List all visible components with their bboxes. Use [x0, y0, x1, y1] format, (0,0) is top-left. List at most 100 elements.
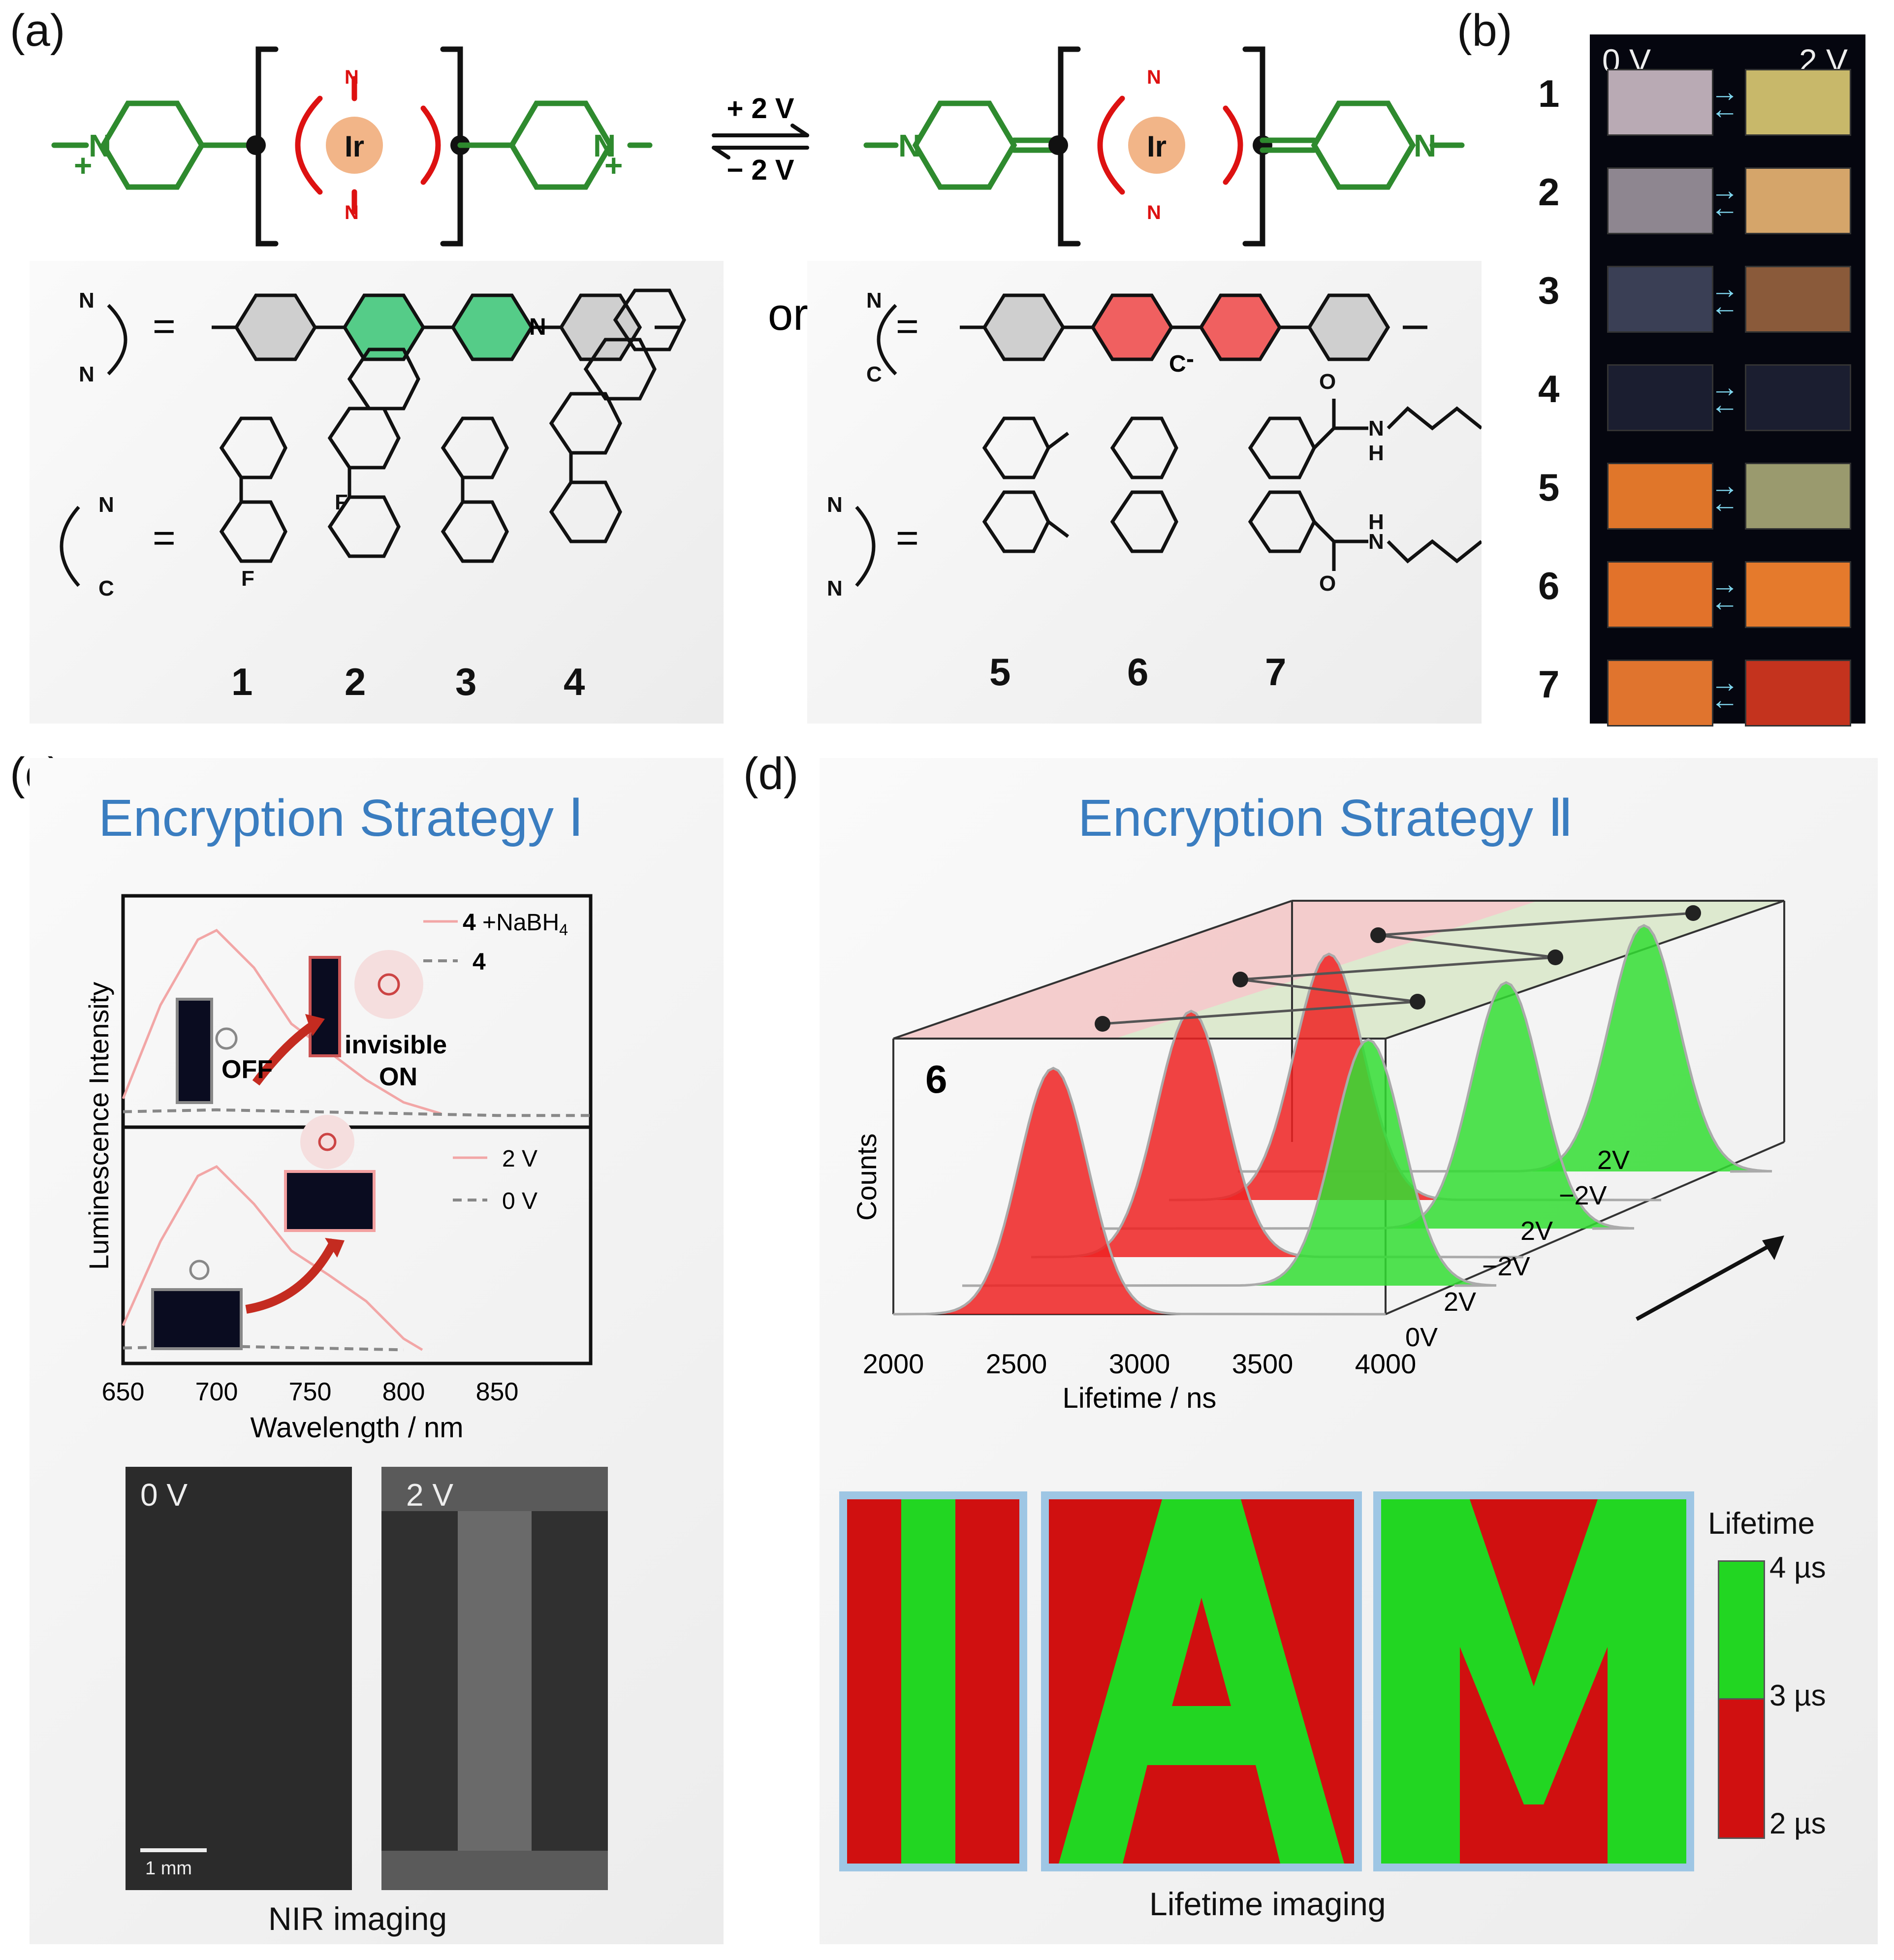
scale-bar: [140, 1848, 207, 1852]
svg-text:N: N: [1368, 416, 1384, 441]
svg-text:Ir: Ir: [1147, 130, 1167, 163]
row-number: 2: [1538, 170, 1560, 214]
svg-text:=: =: [153, 516, 176, 560]
svg-text:Luminescence Intensity: Luminescence Intensity: [83, 982, 114, 1270]
colorbar-tick-3: 3 µs: [1769, 1679, 1826, 1712]
ir-core-left: [295, 76, 441, 215]
colorbar-green: [1718, 1560, 1765, 1701]
svg-text:N: N: [593, 128, 616, 163]
svg-text:− 2 V: − 2 V: [726, 154, 794, 186]
state-point: [1095, 1016, 1110, 1032]
svg-text:invisible: invisible: [345, 1031, 447, 1059]
compound-7-label: 7: [1265, 650, 1287, 694]
svg-text:0 V: 0 V: [502, 1188, 537, 1214]
compound-1-label: 1: [231, 660, 253, 703]
depth-label: 2V: [1520, 1216, 1553, 1246]
svg-text:=: =: [896, 304, 919, 348]
state-path: [1102, 912, 1694, 1025]
right-pyridinylidene: [1260, 100, 1465, 190]
curve-4 +NaBH4: [122, 928, 442, 1115]
compound-2-label: 2: [345, 660, 366, 703]
lifetime-caption: Lifetime imaging: [1149, 1886, 1386, 1922]
x-tick-label: 3500: [1232, 1348, 1294, 1379]
svg-text:N: N: [1147, 66, 1161, 88]
panel-a-ligand-structures: N N N C N C N N F F N N O O H H N C - = …: [60, 288, 1482, 601]
x-tick-label: 3000: [1109, 1348, 1170, 1379]
svg-text:H: H: [1368, 510, 1384, 534]
svg-text:N: N: [529, 314, 546, 340]
svg-text:Lifetime / ns: Lifetime / ns: [1063, 1382, 1217, 1414]
lifetime-image-I: [839, 1491, 1027, 1871]
nir-caption: NIR imaging: [268, 1900, 447, 1937]
film-left: [1607, 561, 1713, 628]
film-right: [1745, 364, 1851, 431]
depth-label: −2V: [1559, 1181, 1607, 1210]
svg-text:4 +NaBH4: 4 +NaBH4: [463, 910, 568, 939]
svg-text:ON: ON: [379, 1063, 417, 1091]
svg-text:-: -: [1186, 346, 1194, 372]
ir-core-right: [1097, 95, 1243, 195]
svg-text:Wavelength / nm: Wavelength / nm: [250, 1412, 463, 1444]
film-right: [1745, 266, 1851, 333]
panel-d-label: (d): [743, 749, 799, 799]
svg-text:C: C: [1169, 351, 1186, 377]
x-tick-label: 2000: [863, 1348, 924, 1379]
svg-text:OFF: OFF: [221, 1055, 273, 1084]
svg-text:6: 6: [925, 1057, 947, 1101]
switch-arrows-icon: →←: [1710, 76, 1739, 125]
svg-text:F: F: [335, 490, 348, 514]
svg-text:N: N: [345, 66, 359, 88]
svg-text:N: N: [866, 288, 882, 313]
svg-text:2 V: 2 V: [502, 1146, 537, 1172]
state-point: [1685, 905, 1701, 921]
svg-text:Counts: Counts: [851, 1134, 882, 1221]
film-left: [1607, 660, 1713, 727]
x-tick-label: 850: [476, 1378, 519, 1406]
switch-arrows-icon: →←: [1710, 666, 1739, 716]
right-pyridinium-1: [457, 100, 653, 190]
colorbar-tick-4: 4 µs: [1769, 1551, 1826, 1584]
svg-text:N: N: [1368, 530, 1384, 554]
svg-text:O: O: [1319, 370, 1336, 394]
svg-text:N: N: [98, 493, 114, 517]
compound-4-label: 4: [564, 660, 585, 703]
row-number: 7: [1538, 663, 1560, 706]
x-tick-label: 750: [289, 1378, 332, 1406]
svg-text:N: N: [898, 128, 921, 163]
film-right: [1745, 561, 1851, 628]
row-number: 3: [1538, 269, 1560, 312]
compound-6-label: 6: [1127, 650, 1149, 694]
lifetime-image-M: [1373, 1491, 1694, 1871]
svg-text:N: N: [79, 362, 95, 386]
state-point: [1410, 994, 1425, 1010]
row-number: 4: [1538, 367, 1560, 411]
svg-text:+ 2 V: + 2 V: [726, 93, 794, 125]
x-tick-label: 700: [195, 1378, 238, 1406]
film-left: [1607, 463, 1713, 530]
film-left: [1607, 167, 1713, 234]
svg-text:=: =: [896, 516, 919, 560]
svg-text:N: N: [1147, 202, 1161, 223]
svg-text:N: N: [827, 493, 843, 517]
svg-text:N: N: [79, 288, 95, 313]
panel-b-label: (b): [1457, 5, 1513, 56]
switch-arrows-icon: →←: [1710, 568, 1739, 617]
film-right: [1745, 463, 1851, 530]
svg-text:N: N: [89, 128, 111, 163]
switch-arrows-icon: →←: [1710, 273, 1739, 322]
x-tick-label: 800: [382, 1378, 425, 1406]
svg-text:+: +: [74, 148, 92, 183]
state-point: [1547, 949, 1563, 965]
state-point: [1232, 972, 1248, 987]
colorbar-red: [1718, 1698, 1765, 1839]
lifetime-image-A: [1041, 1491, 1362, 1871]
panel-d-title: Encryption Strategy Ⅱ: [1078, 789, 1574, 847]
row-number: 1: [1538, 72, 1560, 115]
curve-4: [123, 1108, 591, 1117]
panel-c-title: Encryption Strategy Ⅰ: [98, 789, 584, 847]
svg-text:or: or: [768, 289, 808, 340]
svg-text:=: =: [153, 304, 176, 348]
lifetime-peak: [962, 1038, 1497, 1287]
depth-label: 2V: [1597, 1145, 1630, 1175]
